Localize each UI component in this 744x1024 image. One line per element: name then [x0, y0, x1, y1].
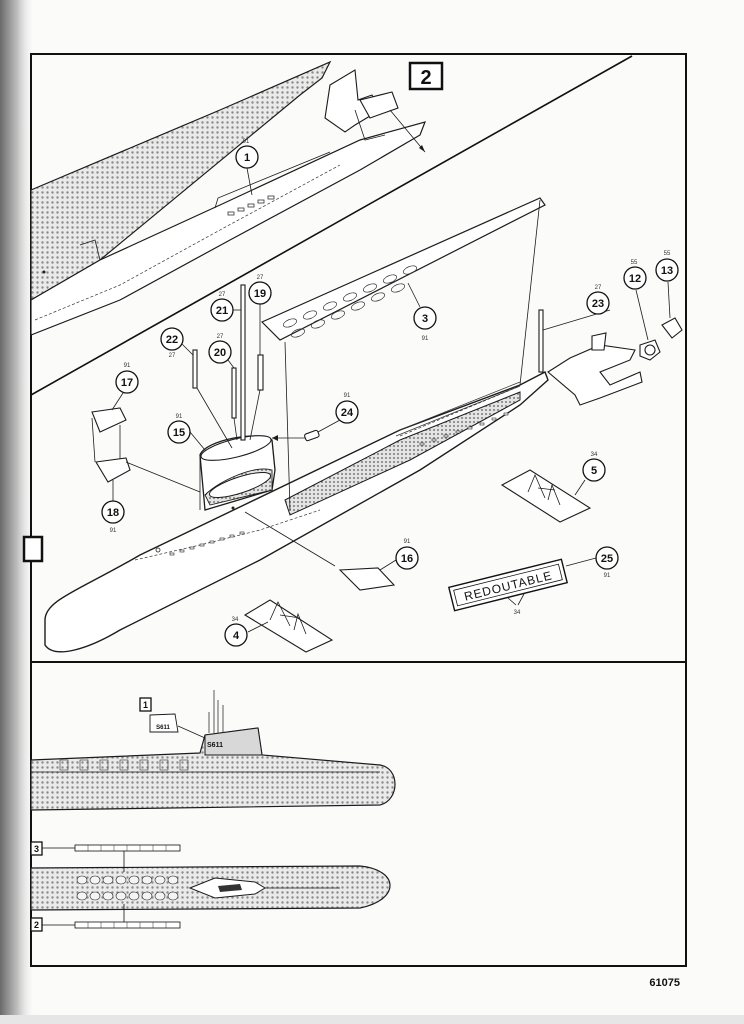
top-view: [30, 865, 391, 911]
callout-1: 1 91: [235, 139, 259, 196]
callout-5: 5 34: [582, 452, 606, 482]
sail-marking-detail: S611: [156, 725, 170, 731]
document-number: 61075: [649, 977, 680, 989]
sail-marking: S611: [207, 742, 223, 749]
callout-20-number: 20: [214, 347, 226, 359]
hull-half-upper: [30, 60, 426, 336]
callout-20: 20 27: [208, 334, 235, 369]
detail-strip-3: 3: [30, 841, 181, 872]
callout-13: 13 55: [655, 251, 679, 282]
callout-23-code: 27: [595, 285, 602, 291]
callout-19: 19 27: [248, 275, 272, 355]
part-25-nameplate: REDOUTABLE: [447, 557, 597, 612]
part-3-deck: [260, 197, 546, 511]
callout-21-number: 21: [216, 305, 228, 317]
callout-22: 22 27: [160, 327, 194, 359]
part-24: [272, 429, 320, 442]
callout-18: 18 91: [101, 480, 125, 534]
callout-19-code: 27: [257, 275, 264, 281]
callout-4-code: 34: [232, 617, 239, 623]
callout-13-code: 55: [664, 251, 671, 257]
scan-edge-shadow: [0, 0, 34, 1024]
callout-5-number: 5: [591, 465, 597, 477]
callout-20-code: 27: [217, 334, 224, 340]
callout-12-number: 12: [629, 273, 641, 285]
scan-bottom-edge: [0, 1015, 744, 1024]
callout-24-number: 24: [341, 407, 354, 419]
detail-tag-3: 3: [34, 844, 39, 854]
step-2-label: 2: [420, 67, 431, 89]
nameplate-code: 34: [514, 610, 521, 616]
part-5-stand: [500, 469, 592, 523]
callout-1-code: 91: [243, 139, 250, 145]
part-18-plane: [95, 457, 201, 493]
flood-holes: [169, 412, 509, 556]
callout-25: 25 91: [595, 546, 619, 579]
callout-21: 21 27: [210, 292, 241, 322]
callout-3: 3 91: [407, 282, 437, 342]
part-4-stand: [243, 599, 334, 653]
detail-tag-2: 2: [34, 920, 39, 930]
callout-15: 15 91: [167, 414, 206, 451]
main-hull: [44, 371, 549, 653]
callout-17-number: 17: [121, 377, 133, 389]
callout-16-number: 16: [401, 553, 413, 565]
callout-22-number: 22: [166, 334, 178, 346]
callout-24: 24 91: [317, 393, 359, 433]
detail-strip-2: 2: [30, 904, 181, 932]
callout-17: 17 91: [111, 363, 139, 411]
callout-4-number: 4: [233, 630, 240, 642]
callout-18-number: 18: [107, 507, 119, 519]
callout-12: 12 55: [623, 260, 647, 290]
side-view: S611: [30, 690, 396, 811]
callout-18-code: 91: [110, 528, 117, 534]
callout-17-code: 91: [124, 363, 131, 369]
callout-23: 23 27: [586, 285, 610, 315]
sail-marking-callout: 1 S611: [139, 697, 206, 739]
callout-21-code: 27: [219, 292, 226, 298]
callout-24-code: 91: [344, 393, 351, 399]
callout-12-code: 55: [631, 260, 638, 266]
callout-16-code: 91: [404, 539, 411, 545]
part-17-plane: [91, 407, 127, 463]
callout-23-number: 23: [592, 298, 604, 310]
conning-tower: [199, 435, 276, 511]
callout-5-code: 34: [591, 452, 598, 458]
callout-1-number: 1: [244, 152, 250, 164]
stern-assembly: [538, 281, 683, 406]
callout-16: 16 91: [379, 539, 419, 571]
step-1-marker-partial: [22, 535, 44, 563]
callout-25-number: 25: [601, 553, 613, 565]
step-divider: [30, 55, 633, 396]
callout-3-code: 91: [422, 336, 429, 342]
main-frame: [30, 53, 687, 967]
callout-22-code: 27: [169, 353, 176, 359]
callout-15-code: 91: [176, 414, 183, 420]
part-16-plane: [244, 511, 396, 591]
callout-15-number: 15: [173, 427, 185, 439]
callout-4: 4 34: [224, 617, 248, 647]
callout-13-number: 13: [661, 265, 673, 277]
callout-25-code: 91: [604, 573, 611, 579]
callout-19-number: 19: [254, 288, 266, 300]
step-2-marker: 2: [408, 61, 444, 91]
sail-marking-tag: 1: [143, 700, 148, 710]
sail-exploded: [324, 69, 426, 153]
callout-3-number: 3: [422, 313, 428, 325]
